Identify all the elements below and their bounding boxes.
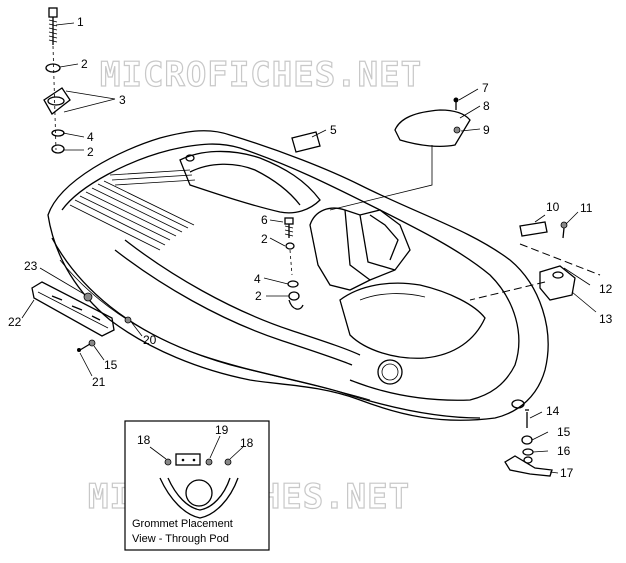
callout-5: 5 xyxy=(330,123,337,137)
callout-16: 16 xyxy=(557,444,571,458)
callout-13: 13 xyxy=(599,312,613,326)
grommet-placement-inset: 18 19 18 Grommet Placement View - Throug… xyxy=(124,420,270,551)
callout-17: 17 xyxy=(560,466,574,480)
callout-10: 10 xyxy=(546,200,560,214)
callout-22: 22 xyxy=(8,315,22,329)
part-5-decal xyxy=(291,129,327,153)
callout-3: 3 xyxy=(119,93,126,107)
callout-1: 1 xyxy=(77,15,84,29)
callout-15: 15 xyxy=(557,425,571,439)
callout-leaders-left xyxy=(55,22,116,151)
callout-18: 18 xyxy=(240,436,254,450)
callout-23: 23 xyxy=(24,259,38,273)
callout-19: 19 xyxy=(215,423,229,437)
callout-15: 15 xyxy=(104,358,118,372)
side-handle-assembly xyxy=(21,267,143,377)
callout-20: 20 xyxy=(143,333,157,347)
part-8-cover-plate xyxy=(329,88,481,211)
inset-caption-line1: Grommet Placement xyxy=(132,518,233,530)
inset-caption-line2: View - Through Pod xyxy=(132,533,229,545)
callout-6: 6 xyxy=(261,213,268,227)
callout-2: 2 xyxy=(255,289,262,303)
center-fastener-stack xyxy=(263,217,304,310)
callout-2: 2 xyxy=(81,57,88,71)
callout-14: 14 xyxy=(546,404,560,418)
callout-2: 2 xyxy=(87,145,94,159)
callout-8: 8 xyxy=(483,99,490,113)
callout-4: 4 xyxy=(254,272,261,286)
callout-numbers: 1 2 3 4 2 5 7 8 9 6 2 4 2 10 11 12 13 23… xyxy=(8,15,613,480)
callout-12: 12 xyxy=(599,282,613,296)
hull-body xyxy=(47,130,549,421)
callout-18: 18 xyxy=(137,433,151,447)
bracket-assembly-right xyxy=(469,211,601,313)
callout-4: 4 xyxy=(87,130,94,144)
callout-2: 2 xyxy=(261,232,268,246)
callout-7: 7 xyxy=(482,81,489,95)
callout-21: 21 xyxy=(92,375,106,389)
bow-eye-assembly xyxy=(504,409,559,477)
bolt-assembly-top-left xyxy=(43,7,71,154)
watermark-top: MICROFICHES.NET xyxy=(100,55,422,95)
callout-9: 9 xyxy=(483,123,490,137)
callout-11: 11 xyxy=(580,201,593,215)
